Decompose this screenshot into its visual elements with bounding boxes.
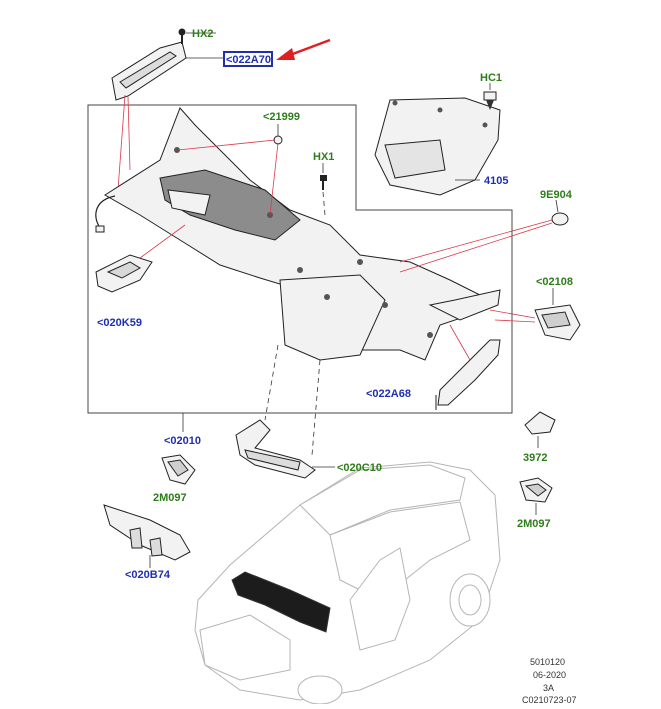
wire-connector [95,195,116,229]
panel-4105 [374,97,501,196]
clip-21999 [273,135,283,145]
label-2m097-left[interactable]: 2M097 [153,492,187,504]
label-020b74[interactable]: <020B74 [125,569,171,581]
label-022a68[interactable]: <022A68 [366,388,411,400]
trim-020c10 [235,419,316,479]
connector-plug [95,225,105,233]
bracket-02108 [534,304,581,341]
screw-hx1 [320,175,327,190]
label-2m097-right[interactable]: 2M097 [517,518,551,530]
cowl-highlight-on-vehicle [231,571,331,633]
label-02108[interactable]: <02108 [536,276,573,288]
side-strip-022a68 [435,339,501,410]
fastener-hc1 [483,91,497,110]
footer-ref-3: 3A [543,683,554,693]
bracket-020b74 [103,504,191,561]
highlight-arrow [276,38,331,60]
footer-ref-2: 06-2020 [533,670,566,680]
label-022a70[interactable]: <022A70 [226,54,271,66]
small-cover-k59 [95,254,153,293]
clip-2m097-right [519,477,553,503]
label-3972[interactable]: 3972 [523,452,547,464]
assembly-frame [87,104,513,414]
label-4105[interactable]: 4105 [484,175,508,187]
label-020c10[interactable]: <020C10 [337,462,382,474]
label-02010[interactable]: <02010 [164,435,201,447]
label-hx1[interactable]: HX1 [313,151,334,163]
cowl-panel [104,107,501,361]
label-hx2[interactable]: HX2 [192,28,213,40]
label-hc1[interactable]: HC1 [480,72,502,84]
clip-2m097-left [161,454,196,485]
label-9e904[interactable]: 9E904 [540,189,573,201]
highlight-box [223,51,273,67]
vehicle-illustration [194,461,501,705]
grommet-9e904 [551,212,569,226]
footer-ref-4: C0210723-07 [522,695,577,704]
cover-3972 [524,411,556,435]
label-21999[interactable]: <21999 [263,111,300,123]
cowl-seal-strip [111,28,187,101]
label-020k59[interactable]: <020K59 [97,317,142,329]
footer-ref-1: 5010120 [530,657,565,667]
